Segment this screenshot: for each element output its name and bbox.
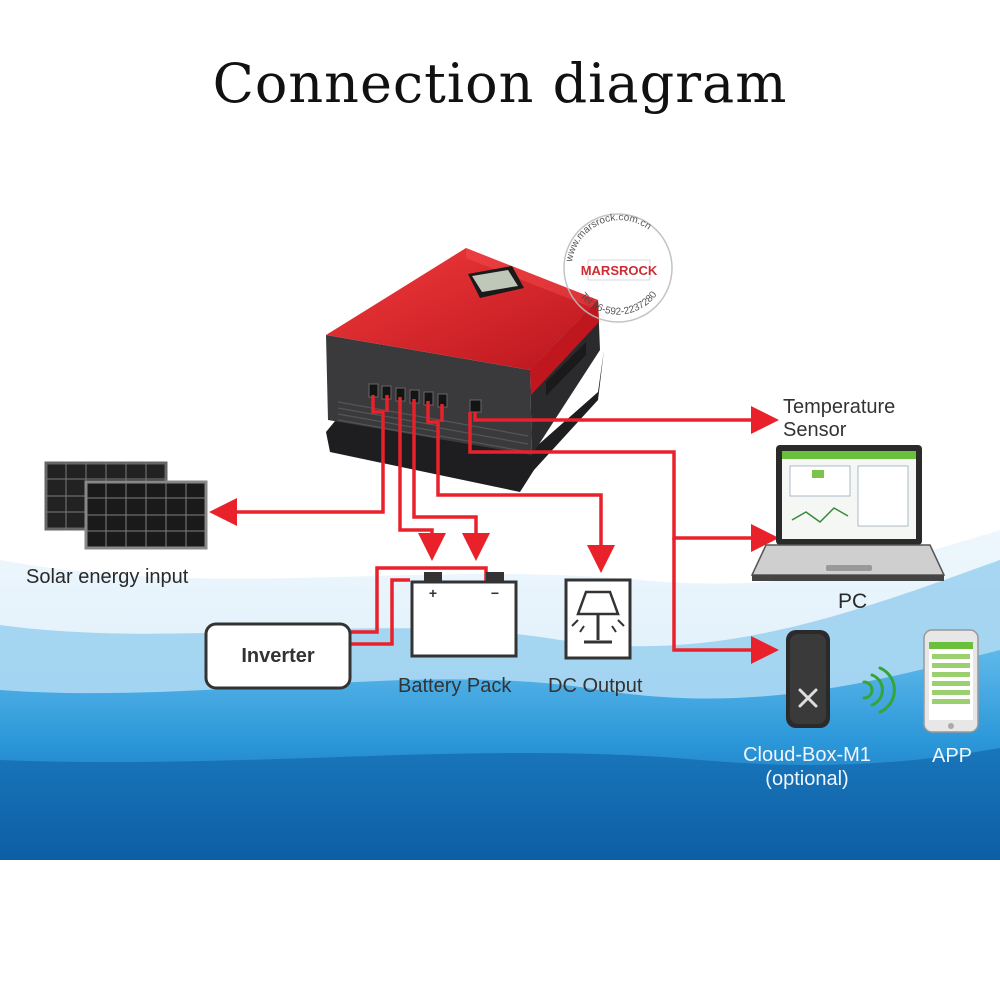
- svg-text:+: +: [429, 585, 437, 601]
- inverter-label: Inverter: [241, 645, 315, 667]
- temperature-sensor-label-line1: Temperature: [783, 396, 896, 418]
- inverter-box: [204, 622, 352, 690]
- wireless-signal-icon: [862, 666, 896, 714]
- wires: [209, 395, 779, 664]
- pc-label: PC: [838, 590, 868, 613]
- battery-icon: + −: [410, 572, 518, 658]
- marsrock-watermark: www.marsrock.com.cn Tel:86-592-2237280 M…: [563, 212, 673, 323]
- cloud-box-label-line2: (optional): [765, 768, 849, 790]
- temperature-sensor-label-line2: Sensor: [783, 419, 847, 441]
- solar-panels: [44, 461, 208, 550]
- cloud-box-label: Cloud-Box-M1 (optional): [732, 743, 882, 791]
- battery-pack-label: Battery Pack: [398, 675, 512, 697]
- charge-controller: [326, 248, 604, 492]
- solar-panel-front: [84, 480, 208, 550]
- solar-energy-input-label: Solar energy input: [26, 566, 189, 588]
- cloud-box-label-line1: Cloud-Box-M1: [743, 744, 871, 766]
- page-title: Connection diagram: [212, 52, 788, 115]
- cloud-box-device-icon: [786, 630, 830, 728]
- svg-text:−: −: [491, 585, 499, 601]
- temperature-sensor-label: Temperature Sensor: [783, 396, 895, 442]
- pc-laptop-icon: [750, 445, 946, 581]
- dc-output-label: DC Output: [548, 675, 643, 697]
- watermark-brand: MARSROCK: [581, 263, 658, 278]
- app-phone-icon: [923, 629, 979, 733]
- dc-output-lamp-icon: [564, 578, 632, 660]
- svg-text:www.marsrock.com.cn: www.marsrock.com.cn: [564, 212, 653, 263]
- watermark-url: www.marsrock.com.cn: [564, 212, 653, 263]
- app-label: APP: [932, 745, 973, 767]
